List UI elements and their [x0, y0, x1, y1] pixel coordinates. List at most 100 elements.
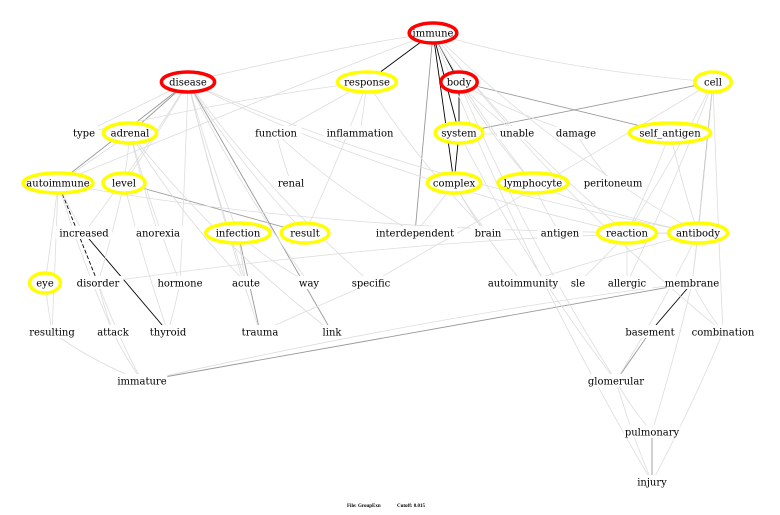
node-label: body [447, 78, 472, 89]
node-label-bg [632, 475, 672, 488]
node-allergic[interactable]: allergic [601, 276, 653, 290]
node-adrenal[interactable]: adrenal [101, 121, 159, 145]
node-interdependent[interactable]: interdependent [372, 226, 458, 240]
node-ellipse [101, 171, 147, 195]
node-membrane[interactable]: membrane [665, 276, 719, 290]
node-label-bg [240, 325, 280, 338]
edge-glomerular-pulmonary [615, 380, 653, 433]
node-label-bg [116, 374, 168, 387]
edge-disease-antibody [187, 81, 699, 234]
node-infection[interactable]: infection [204, 221, 272, 245]
node-response[interactable]: response [335, 70, 399, 94]
node-ellipse [433, 121, 485, 145]
node-resulting[interactable]: resulting [23, 325, 81, 339]
node-type[interactable]: type [69, 126, 99, 140]
node-antibody[interactable]: antibody [666, 221, 730, 245]
node-disease[interactable]: disease [159, 70, 217, 94]
node-label-bg [93, 325, 133, 338]
node-label: peritoneum [584, 179, 643, 190]
node-acute[interactable]: acute [229, 276, 263, 290]
node-label-bg [372, 226, 458, 239]
node-hormone[interactable]: hormone [157, 276, 203, 290]
node-sle[interactable]: sle [566, 276, 590, 290]
node-lymphocyte[interactable]: lymphocyte [496, 171, 570, 195]
node-label: hormone [157, 279, 202, 290]
node-autoimmune[interactable]: autoimmune [21, 171, 95, 195]
node-system[interactable]: system [433, 121, 485, 145]
node-damage[interactable]: damage [556, 126, 596, 140]
node-combination[interactable]: combination [689, 325, 757, 339]
node-ellipse [159, 70, 217, 94]
node-label-bg [157, 276, 203, 289]
node-ellipse [407, 21, 459, 45]
edge-disease-increased [83, 81, 189, 234]
node-label: specific [352, 279, 391, 290]
node-label-bg [601, 276, 653, 289]
node-peritoneum[interactable]: peritoneum [582, 176, 644, 190]
edge-disorder-attack [97, 282, 114, 333]
node-level[interactable]: level [101, 171, 147, 195]
node-increased[interactable]: increased [55, 226, 113, 240]
node-label: autoimmunity [488, 279, 559, 290]
node-label: self_antigen [639, 129, 701, 140]
node-pulmonary[interactable]: pulmonary [623, 425, 681, 439]
node-trauma[interactable]: trauma [240, 325, 280, 339]
node-label-bg [566, 276, 590, 289]
node-anorexia[interactable]: anorexia [132, 226, 184, 240]
node-autoimmunity[interactable]: autoimmunity [486, 276, 560, 290]
node-body[interactable]: body [439, 70, 479, 94]
node-reaction[interactable]: reaction [595, 221, 659, 245]
node-ellipse [335, 70, 399, 94]
node-self_antigen[interactable]: self_antigen [627, 121, 713, 145]
node-label: disorder [77, 279, 120, 290]
node-ellipse [439, 70, 479, 94]
node-label: result [290, 229, 320, 240]
node-result[interactable]: result [279, 221, 331, 245]
node-cell[interactable]: cell [693, 70, 733, 94]
edge-immune-disease [187, 32, 434, 83]
node-function[interactable]: function [250, 126, 302, 140]
node-label-bg [23, 325, 81, 338]
node-label: immature [117, 377, 166, 388]
node-link[interactable]: link [317, 325, 347, 339]
node-label: lymphocyte [504, 179, 562, 190]
node-glomerular[interactable]: glomerular [585, 374, 647, 388]
edge-autoimmune-antibody [57, 182, 699, 234]
node-brain[interactable]: brain [471, 226, 505, 240]
node-injury[interactable]: injury [632, 475, 672, 489]
edge-body-glomerular [458, 81, 617, 382]
node-specific[interactable]: specific [345, 276, 397, 290]
node-inflammation[interactable]: inflammation [323, 126, 397, 140]
node-label: renal [278, 179, 304, 190]
node-ellipse [627, 121, 713, 145]
node-disorder[interactable]: disorder [72, 276, 124, 290]
node-label: interdependent [376, 229, 454, 240]
node-label: infection [216, 229, 261, 240]
node-complex[interactable]: complex [425, 171, 483, 195]
node-ellipse [279, 221, 331, 245]
node-way[interactable]: way [297, 276, 321, 290]
node-immune[interactable]: immune [407, 21, 459, 45]
node-unable[interactable]: unable [497, 126, 537, 140]
node-eye[interactable]: eye [27, 271, 63, 295]
node-ellipse [496, 171, 570, 195]
node-label: sle [571, 279, 585, 290]
node-label: combination [692, 328, 755, 339]
node-label-bg [585, 374, 647, 387]
node-label: disease [169, 78, 207, 89]
node-label-bg [345, 276, 397, 289]
node-label-bg [537, 226, 583, 239]
node-label: injury [637, 478, 667, 489]
edge-autoimmune-attack [57, 182, 114, 333]
edge-cell-reaction [626, 81, 714, 234]
node-immature[interactable]: immature [116, 374, 168, 388]
node-basement[interactable]: basement [624, 325, 676, 339]
node-renal[interactable]: renal [274, 176, 308, 190]
node-thyroid[interactable]: thyroid [145, 325, 191, 339]
node-label: cell [704, 78, 722, 89]
node-label: acute [232, 279, 260, 290]
node-attack[interactable]: attack [93, 325, 133, 339]
edge-autoimmune-resulting [51, 182, 59, 333]
node-antigen[interactable]: antigen [537, 226, 583, 240]
